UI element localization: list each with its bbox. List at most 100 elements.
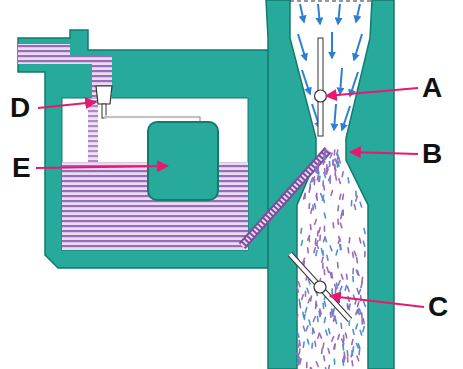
spray-droplet xyxy=(325,154,327,159)
spray-droplet xyxy=(323,185,325,190)
spray-droplet xyxy=(333,308,334,313)
spray-droplet xyxy=(307,339,308,344)
spray-droplet xyxy=(360,330,362,335)
spray-droplet xyxy=(345,285,346,290)
spray-droplet xyxy=(352,347,354,352)
spray-droplet xyxy=(340,286,342,291)
spray-droplet xyxy=(334,170,336,175)
leader-lines xyxy=(36,88,424,307)
spray-droplet xyxy=(296,314,298,319)
spray-droplet xyxy=(354,251,356,256)
spray-droplet xyxy=(308,203,310,208)
spray-droplet xyxy=(338,335,340,340)
spray-droplet xyxy=(325,237,326,242)
spray-droplet xyxy=(333,160,334,165)
spray-droplet xyxy=(335,159,337,164)
spray-droplet xyxy=(324,169,326,174)
spray-droplet xyxy=(358,302,359,307)
spray-droplet xyxy=(333,160,334,165)
spray-droplet xyxy=(339,158,340,163)
spray-droplet xyxy=(312,205,314,210)
spray-droplet xyxy=(328,365,330,369)
spray-droplet xyxy=(361,283,362,288)
spray-droplet xyxy=(330,272,332,277)
spray-droplet xyxy=(335,319,336,324)
spray-droplet xyxy=(348,238,350,243)
spray-droplet xyxy=(337,263,339,268)
spray-droplet xyxy=(319,228,320,233)
spray-droplet xyxy=(356,196,358,201)
choke-valve xyxy=(315,38,327,136)
spray-droplet xyxy=(356,343,358,348)
spray-droplet xyxy=(357,356,359,361)
spray-droplet xyxy=(297,353,299,358)
spray-droplet xyxy=(339,179,341,184)
spray-droplet xyxy=(334,165,336,170)
part-letter: D xyxy=(10,93,30,123)
spray-droplet xyxy=(303,258,305,263)
spray-droplet xyxy=(323,343,324,348)
spray-droplet xyxy=(342,339,344,344)
spray-droplet xyxy=(325,368,327,369)
spray-droplet xyxy=(351,201,353,206)
spray-droplet xyxy=(306,363,308,368)
spray-droplet xyxy=(332,337,334,342)
spray-droplet xyxy=(314,248,315,253)
spray-droplet xyxy=(323,356,325,361)
spray-droplet xyxy=(340,194,341,199)
spray-droplet xyxy=(316,362,318,367)
venturi-tube xyxy=(266,0,394,369)
spray-droplet xyxy=(363,319,365,324)
spray-droplet xyxy=(303,342,305,347)
spray-droplet xyxy=(321,249,322,254)
spray-droplet xyxy=(297,332,299,337)
spray-droplet xyxy=(340,223,341,228)
air-flow-arrows xyxy=(298,4,362,130)
spray-droplet xyxy=(298,342,301,347)
part-letter: E xyxy=(12,153,31,183)
spray-droplet xyxy=(324,301,325,306)
spray-droplet xyxy=(340,245,342,250)
spray-droplet xyxy=(352,252,355,257)
spray-droplet xyxy=(334,150,336,155)
spray-droplet xyxy=(322,303,324,308)
spray-droplet xyxy=(315,251,318,256)
spray-droplet xyxy=(318,312,320,317)
spray-droplet xyxy=(331,273,333,278)
spray-droplet xyxy=(355,191,357,196)
spray-droplet xyxy=(317,316,319,321)
spray-droplet xyxy=(326,330,327,335)
spray-droplet xyxy=(352,340,353,345)
spray-droplet xyxy=(311,208,312,213)
spray-droplet xyxy=(323,197,324,202)
spray-droplet xyxy=(316,168,318,173)
spray-droplet xyxy=(328,349,329,354)
spray-droplet xyxy=(340,323,342,328)
spray-droplet xyxy=(352,276,354,281)
spray-droplet xyxy=(361,277,363,282)
spray-droplet xyxy=(343,355,344,360)
spray-droplet xyxy=(346,274,348,279)
spray-droplet xyxy=(307,288,309,293)
spray-droplet xyxy=(361,313,363,318)
spray-droplet xyxy=(311,343,313,348)
spray-droplet xyxy=(317,168,319,173)
float-chamber xyxy=(18,30,272,268)
spray-droplet xyxy=(356,324,358,329)
spray-droplet xyxy=(334,359,336,364)
spray-droplet xyxy=(341,274,343,279)
spray-droplet xyxy=(363,229,366,234)
spray-droplet xyxy=(342,345,344,350)
spray-droplet xyxy=(352,269,354,274)
spray-droplet xyxy=(337,206,339,211)
spray-droplet xyxy=(363,327,364,332)
spray-droplet xyxy=(326,165,328,170)
spray-droplet xyxy=(315,220,317,225)
spray-droplet xyxy=(321,348,323,353)
fuel-jet xyxy=(242,150,328,246)
spray-droplet xyxy=(347,178,349,183)
spray-droplet xyxy=(323,159,324,164)
spray-droplet xyxy=(341,172,343,177)
spray-droplet xyxy=(302,295,303,300)
